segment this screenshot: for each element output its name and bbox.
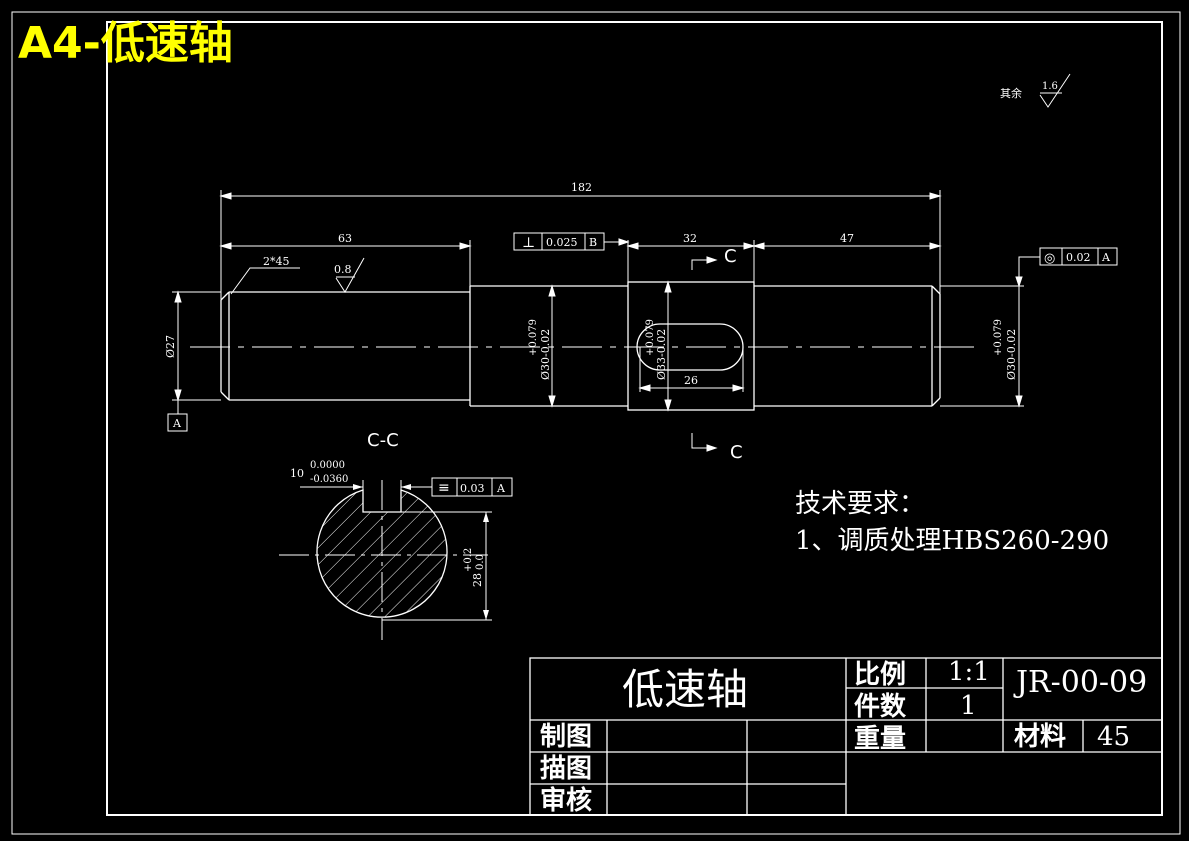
- dim-dia-key-tol: +0.079: [645, 319, 656, 356]
- title-block: [529, 657, 1163, 816]
- dim-right-length: [752, 242, 942, 250]
- concentricity-frame: [1015, 247, 1118, 288]
- chamfer-text: 2*45: [263, 255, 290, 268]
- dim-dia-key: [664, 280, 672, 412]
- dim-dia-right: [940, 285, 1024, 408]
- depth-text: 28: [471, 573, 484, 587]
- chamfer-leader: [230, 267, 300, 295]
- symmetry-symbol-icon: ≡: [438, 480, 450, 496]
- section-mark-bottom: [691, 433, 718, 452]
- tech-req-heading: 技术要求：: [795, 489, 925, 519]
- dim-total-text: 182: [571, 181, 592, 194]
- symmetry-datum: A: [496, 482, 506, 495]
- key-width-upper: 0.0000: [310, 460, 345, 471]
- dim-key-length: [626, 240, 756, 282]
- surface-finish-value: 1.6: [1042, 81, 1058, 92]
- roughness-symbol-icon: [1039, 73, 1071, 108]
- checked-label: 审核: [540, 785, 592, 816]
- dim-dia-mid-tol: +0.079: [528, 319, 539, 356]
- dim-total: [219, 190, 942, 300]
- weight-label: 重量: [854, 724, 906, 754]
- drawing-number: JR-00-09: [1013, 665, 1147, 700]
- qty-label: 件数: [854, 692, 907, 722]
- traced-label: 描图: [540, 754, 592, 784]
- key-width-lower: -0.0360: [310, 474, 348, 485]
- dim-dia-left: [167, 290, 221, 432]
- perpendicularity-datum: B: [589, 236, 597, 249]
- dim-right-length-text: 47: [840, 232, 854, 245]
- tech-req-item1: 1、调质处理HBS260-290: [795, 526, 1109, 556]
- key-width-text: 10: [290, 467, 304, 480]
- outer-frame: [11, 11, 1181, 835]
- roughness-left-icon: [335, 257, 365, 293]
- sheet-label: A4-低速轴: [18, 18, 233, 69]
- dim-key-length-text: 32: [683, 232, 697, 245]
- concentricity-value: 0.02: [1066, 251, 1091, 264]
- scale-value: 1:1: [948, 657, 990, 687]
- section-mark-top: [691, 256, 718, 270]
- scale-label: 比例: [854, 660, 906, 690]
- concentricity-datum: A: [1101, 251, 1111, 264]
- datum-a-label: A: [172, 417, 182, 430]
- section-mark-bottom-text: C: [730, 442, 743, 463]
- concentricity-symbol-icon: ◎: [1044, 251, 1055, 266]
- dim-dia-right-tol: +0.079: [993, 319, 1004, 356]
- symmetry-value: 0.03: [460, 482, 485, 495]
- drawn-label: 制图: [540, 722, 592, 752]
- section-title: C-C: [367, 430, 399, 451]
- qty-value: 1: [960, 691, 977, 721]
- dim-dia-key-text: Ø33-0.02: [655, 329, 668, 380]
- depth-upper: +0.2: [463, 548, 474, 572]
- material-value: 45: [1097, 722, 1130, 752]
- dim-left-length-text: 63: [338, 232, 352, 245]
- dim-dia-mid: [548, 284, 556, 408]
- depth-lower: 0.0: [475, 554, 486, 570]
- dim-keyway-length: [638, 347, 745, 392]
- material-label: 材料: [1014, 722, 1066, 752]
- part-name: 低速轴: [622, 665, 748, 714]
- dim-dia-right-text: Ø30-0.02: [1005, 329, 1018, 380]
- dim-dia-left-text: Ø27: [164, 335, 177, 358]
- dim-keyway-length-text: 26: [684, 374, 698, 387]
- perpendicularity-symbol-icon: ⊥: [522, 235, 535, 251]
- surface-finish-label: 其余: [1000, 86, 1022, 100]
- shaft-outline: [220, 281, 941, 411]
- perpendicularity-frame: [513, 232, 630, 251]
- perpendicularity-value: 0.025: [546, 236, 578, 249]
- section-mark-top-text: C: [724, 246, 737, 267]
- dim-dia-mid-text: Ø30-0.02: [539, 329, 552, 380]
- roughness-left-value: 0.8: [334, 263, 352, 276]
- dim-left-length: [219, 240, 472, 286]
